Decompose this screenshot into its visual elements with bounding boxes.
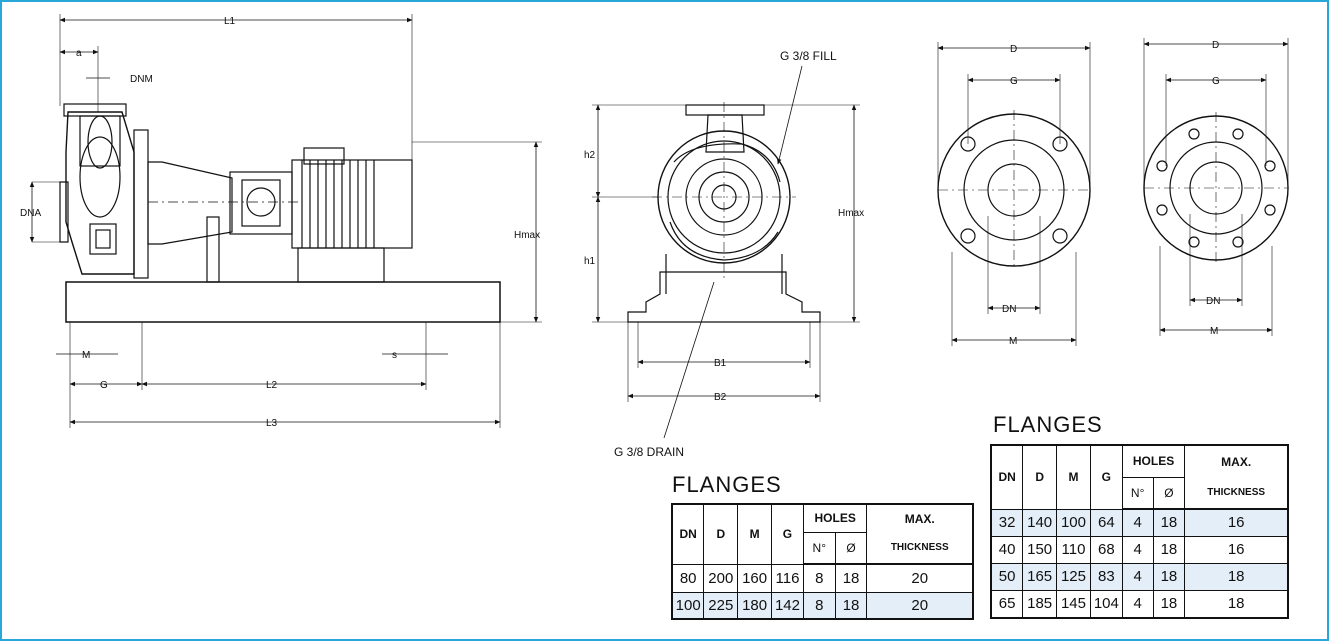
- header-g: G: [1089, 444, 1123, 510]
- front-view: [592, 65, 860, 439]
- dim-dn-flange2: DN: [1206, 296, 1220, 307]
- flange-view-8-labels: D G DN M: [1206, 40, 1220, 337]
- dim-m-side: M: [82, 350, 90, 361]
- header-m: M: [1056, 444, 1091, 510]
- dim-g-flange1: G: [1010, 76, 1018, 87]
- flanges-table-1: DN D M G HOLES MAX. N° Ø THICKNESS 80 20…: [671, 503, 974, 620]
- dim-m-flange2: M: [1210, 326, 1218, 337]
- dim-m-flange1: M: [1009, 336, 1017, 347]
- dim-l1: L1: [224, 16, 236, 27]
- dim-h1: h1: [584, 256, 596, 267]
- table-row: 65 185 145 104 4 18 18: [990, 589, 1289, 619]
- dim-hmax-side: Hmax: [514, 230, 540, 241]
- dim-b1: B1: [714, 358, 727, 369]
- header-dn: DN: [990, 444, 1024, 510]
- table-row: 100 225 180 142 8 18 20: [671, 591, 974, 620]
- table-row: 50 165 125 83 4 18 18: [990, 562, 1289, 591]
- flange-view-4-labels: D G DN M: [1002, 44, 1018, 347]
- header-holes-n: N°: [1121, 476, 1154, 510]
- header-holes: HOLES: [802, 503, 868, 533]
- table-row: 80 200 160 116 8 18 20: [671, 563, 974, 593]
- header-dn: DN: [671, 503, 705, 565]
- header-d: D: [703, 503, 739, 565]
- header-holes: HOLES: [1121, 444, 1186, 478]
- header-thickness: THICKNESS: [866, 532, 974, 565]
- table-row: 40 150 110 68 4 18 16: [990, 535, 1289, 564]
- dim-l2: L2: [266, 380, 278, 391]
- callout-drain: G 3/8 DRAIN: [614, 445, 684, 459]
- flange-view-4-holes: [937, 42, 1091, 346]
- dim-d-flange2: D: [1212, 40, 1219, 51]
- dim-s: s: [392, 350, 397, 361]
- header-max: MAX.: [866, 503, 974, 532]
- dim-a: a: [76, 48, 82, 59]
- dim-l3: L3: [266, 418, 278, 429]
- dim-g-flange2: G: [1212, 76, 1220, 87]
- side-view: [29, 14, 542, 428]
- dim-b2: B2: [714, 392, 727, 403]
- header-thickness: THICKNESS: [1184, 477, 1289, 510]
- front-view-labels: G 3/8 FILL G 3/8 DRAIN h2 h1 Hmax B1 B2: [584, 49, 864, 459]
- header-d: D: [1022, 444, 1058, 510]
- flanges-title-2: FLANGES: [993, 412, 1103, 437]
- dim-h2: h2: [584, 150, 596, 161]
- header-holes-d: Ø: [834, 531, 868, 565]
- callout-fill: G 3/8 FILL: [780, 49, 837, 63]
- flanges-title-1: FLANGES: [672, 472, 782, 497]
- side-view-labels: L1 a DNM DNA Hmax M s G L2 L3: [20, 16, 540, 429]
- header-g: G: [771, 503, 804, 565]
- header-max: MAX.: [1184, 444, 1289, 477]
- dim-g-side: G: [100, 380, 108, 391]
- flanges-table-2: DN D M G HOLES MAX. N° Ø THICKNESS 32 14…: [990, 444, 1289, 619]
- header-holes-d: Ø: [1152, 476, 1186, 510]
- flange-view-8-holes: [1143, 38, 1289, 336]
- dim-hmax-front: Hmax: [838, 208, 864, 219]
- dim-dn-flange1: DN: [1002, 304, 1016, 315]
- dim-dnm: DNM: [130, 74, 153, 85]
- dim-d-flange1: D: [1010, 44, 1017, 55]
- table-row: 32 140 100 64 4 18 16: [990, 508, 1289, 537]
- header-m: M: [737, 503, 773, 565]
- header-holes-n: N°: [802, 531, 836, 565]
- dim-dna: DNA: [20, 208, 41, 219]
